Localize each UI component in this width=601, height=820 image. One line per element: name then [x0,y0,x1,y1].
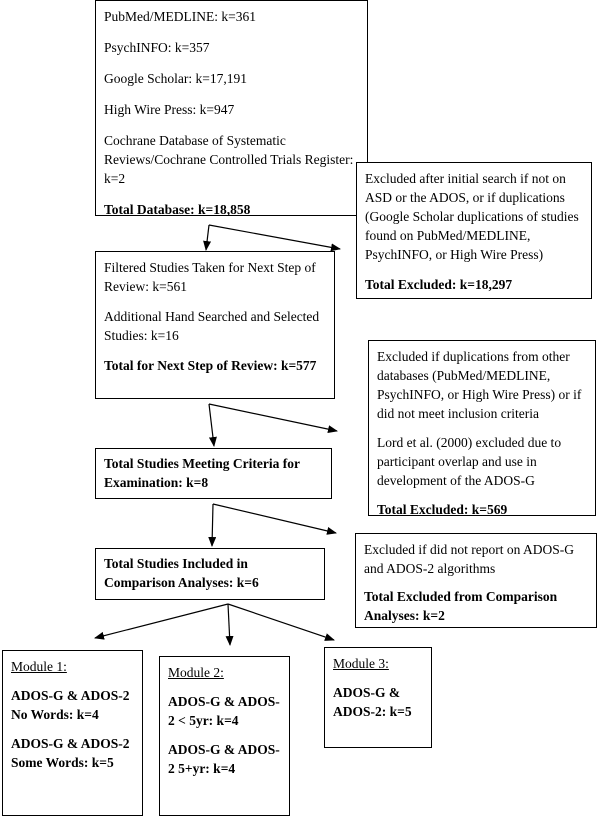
excluded-initial-text: Excluded after initial search if not on … [365,171,579,262]
arrow-filtered-to-excluded [208,403,338,434]
module-3-item: ADOS-G & ADOS-2: k=5 [333,685,412,719]
excluded-comparison-text: Excluded if did not report on ADOS-G and… [364,542,574,576]
excluded-initial-total: Total Excluded: k=18,297 [365,277,513,292]
excluded-comparison-box: Excluded if did not report on ADOS-G and… [355,533,597,628]
excluded-second-total: Total Excluded: k=569 [377,502,508,517]
lord-exclusion: Lord et al. (2000) excluded due to parti… [377,435,562,488]
database-box: PubMed/MEDLINE: k=361 PsychINFO: k=357 G… [95,0,368,217]
google-scholar-count: Google Scholar: k=17,191 [104,71,247,86]
module-2-title: Module 2: [168,665,224,680]
hand-searched-studies: Additional Hand Searched and Selected St… [104,309,320,343]
included-total: Total Studies Included in Comparison Ana… [104,556,259,590]
module-2-5plus-yr: ADOS-G & ADOS-2 5+yr: k=4 [168,742,280,776]
filtered-studies: Filtered Studies Taken for Next Step of … [104,260,316,294]
excluded-second-box: Excluded if duplications from other data… [368,340,596,517]
module-3-box: Module 3: ADOS-G & ADOS-2: k=5 [324,647,432,748]
module-1-title: Module 1: [11,659,67,674]
filtered-box: Filtered Studies Taken for Next Step of … [95,251,335,399]
arrow-db-to-excluded [208,224,341,252]
filtered-total: Total for Next Step of Review: k=577 [104,358,317,373]
excluded-initial-box: Excluded after initial search if not on … [356,162,592,299]
meeting-criteria-total: Total Studies Meeting Criteria for Exami… [104,456,300,490]
psychinfo-count: PsychINFO: k=357 [104,40,210,55]
arrow-criteria-to-included [208,503,217,547]
module-2-box: Module 2: ADOS-G & ADOS-2 < 5yr: k=4 ADO… [159,656,290,816]
arrow-filtered-to-criteria [208,403,217,447]
excluded-comparison-total: Total Excluded from Comparison Analyses:… [364,589,558,623]
module-2-under-5yr: ADOS-G & ADOS-2 < 5yr: k=4 [168,694,280,728]
module-1-box: Module 1: ADOS-G & ADOS-2 No Words: k=4 … [2,650,143,816]
module-1-some-words: ADOS-G & ADOS-2 Some Words: k=5 [11,736,130,770]
meeting-criteria-box: Total Studies Meeting Criteria for Exami… [95,448,332,499]
module-3-title: Module 3: [333,656,389,671]
arrow-criteria-to-excluded [212,503,337,535]
module-1-no-words: ADOS-G & ADOS-2 No Words: k=4 [11,688,130,722]
arrow-db-to-filtered [203,224,212,251]
arrow-to-module-3 [227,603,335,641]
highwire-count: High Wire Press: k=947 [104,102,235,117]
included-box: Total Studies Included in Comparison Ana… [95,548,325,600]
database-total: Total Database: k=18,858 [104,202,251,217]
arrow-to-module-2 [225,603,234,646]
pubmed-count: PubMed/MEDLINE: k=361 [104,9,256,24]
cochrane-count: Cochrane Database of Systematic Reviews/… [104,133,354,186]
excluded-second-text: Excluded if duplications from other data… [377,349,582,421]
arrow-to-module-1 [94,603,229,640]
